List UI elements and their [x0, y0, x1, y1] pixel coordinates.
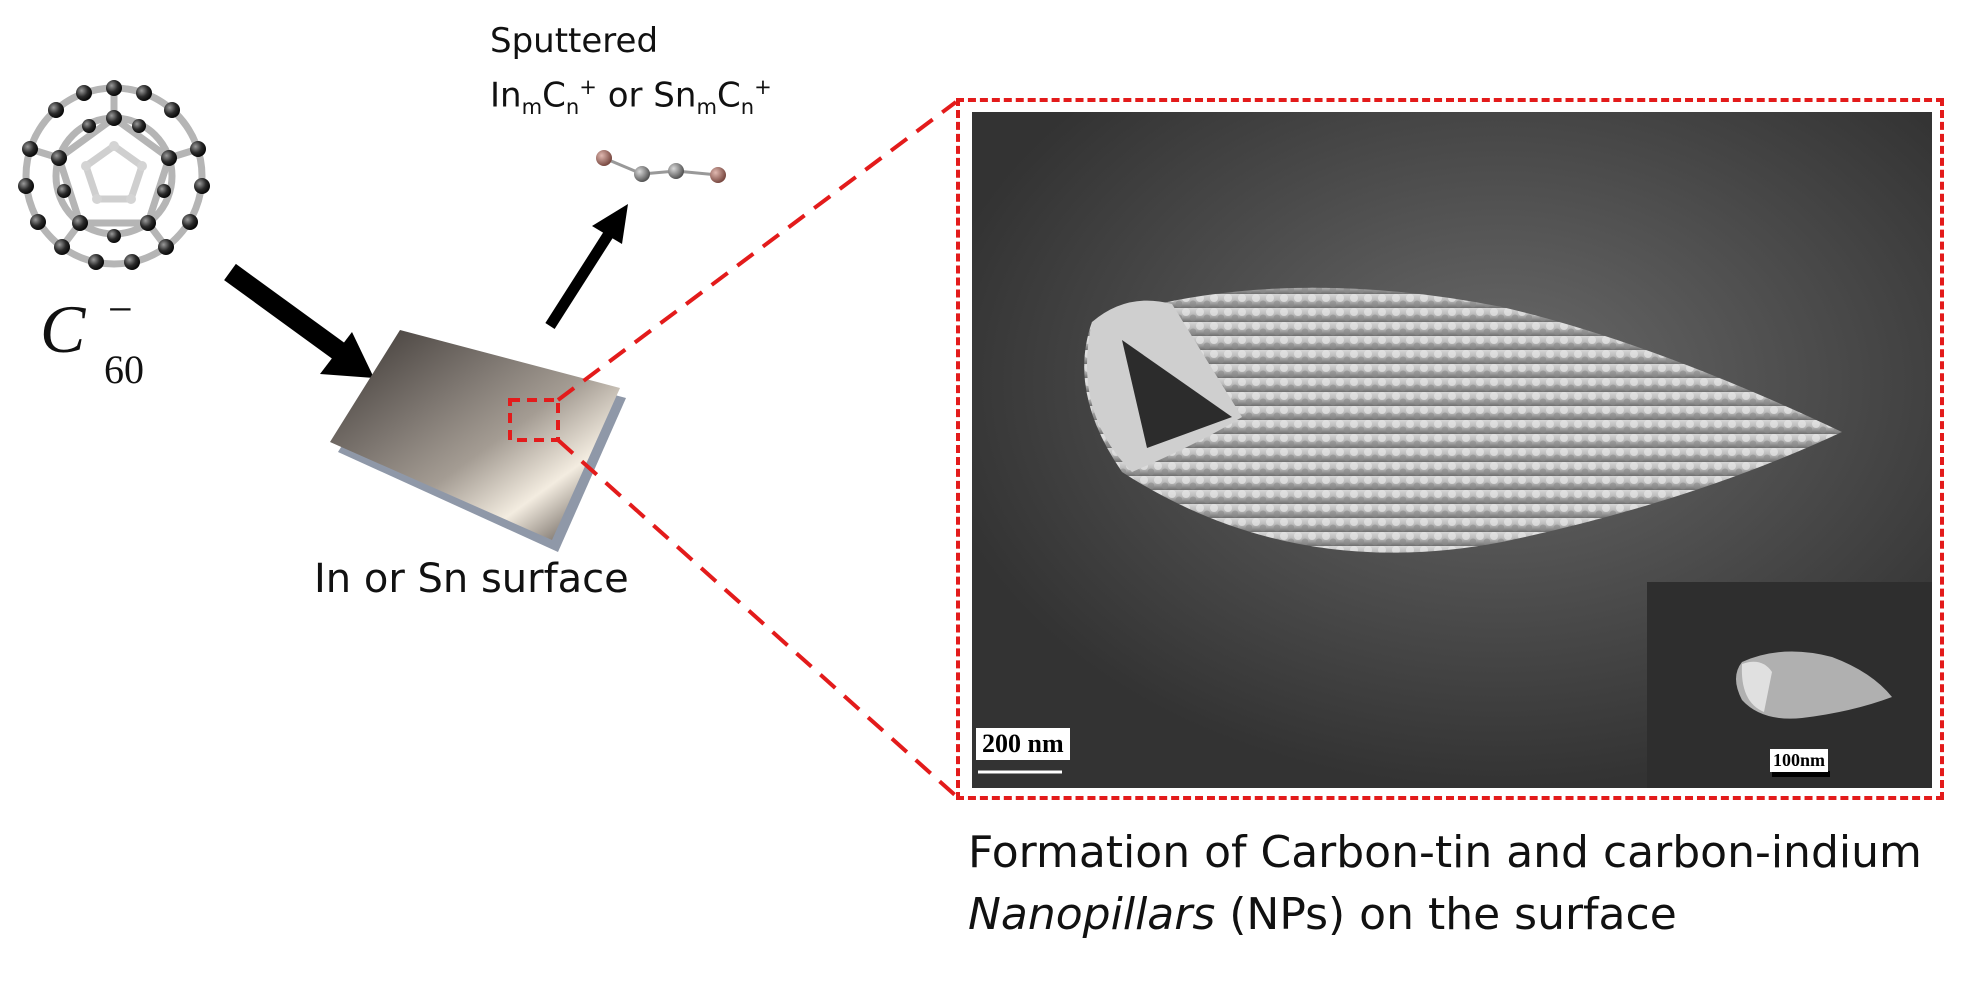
sem-nanopillar-image: 200 nm 100nm [972, 112, 1932, 788]
caption: Formation of Carbon-tin and carbon-indiu… [968, 822, 1922, 946]
sputtered-title: Sputtered [490, 21, 659, 61]
caption-line-2: Nanopillars (NPs) on the surface [968, 889, 1677, 940]
surface-label: In or Sn surface [314, 556, 629, 602]
caption-line-1: Formation of Carbon-tin and carbon-indiu… [968, 827, 1922, 878]
main-scale-bar-label: 200 nm [976, 728, 1070, 760]
sputtered-ion-arrow-icon [545, 204, 628, 329]
inset-scale-bar-label: 100nm [1770, 749, 1829, 772]
zoom-frame [956, 98, 1944, 800]
incoming-ion-arrow-icon [224, 263, 374, 378]
fullerene-molecule-icon [18, 80, 210, 270]
c60-anion-label: C − 60 [40, 285, 144, 392]
sputtered-cluster-icon [596, 150, 726, 183]
sputtered-formula: InmCn+ or SnmCn+ [490, 74, 772, 120]
sputtered-ions-label: Sputtered InmCn+ or SnmCn+ [490, 18, 772, 130]
